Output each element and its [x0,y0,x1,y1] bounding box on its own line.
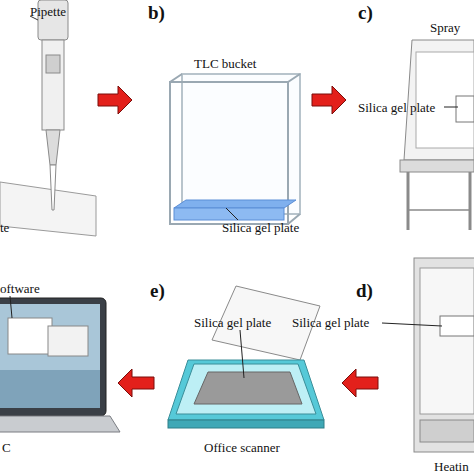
part-label: Heatin [434,459,469,474]
tank-edge [170,74,182,82]
flow-arrow [98,86,132,114]
panel-letter: c) [358,2,373,24]
scanner-front [168,420,324,428]
cabinet-leg [407,172,410,230]
panel-letter: b) [148,2,165,24]
part-label: oftware [0,281,40,296]
part-label: Spray [430,20,460,35]
leader-line [444,107,458,108]
flow-arrow [312,86,346,114]
tank-back [182,74,300,214]
oven-chamber [420,268,474,414]
cabinet-leg [469,172,472,230]
pipette-tip [50,165,56,210]
leader-line [226,208,238,220]
part-label: te [0,220,9,235]
laptop-screen [0,304,100,408]
silica-plate [456,96,474,122]
solvent-band [174,200,296,208]
cabinet-base [400,160,474,172]
scanner-glass [176,364,316,414]
tank-edge [288,74,300,82]
pipette-body [42,40,64,130]
flow-arrow [118,369,154,397]
part-label: TLC bucket [194,56,256,71]
panel-letter: e) [150,280,165,302]
pipette-shaft [46,130,60,165]
oven-body [414,258,474,452]
part-label: Silica gel plate [194,315,271,330]
part-label: Silica gel plate [358,100,435,115]
flow-arrow [342,369,378,397]
laptop-screen-frame [0,298,106,416]
pipette-display [46,55,60,73]
part-label: C [2,440,11,455]
software-window [8,318,52,354]
part-label: Silica gel plate [292,315,369,330]
laptop-base [0,416,120,432]
oven-panel [420,420,474,442]
leader-line [240,330,244,378]
silica-plate [440,316,474,336]
leader-line [10,296,12,318]
solvent-band [174,208,284,220]
leader-line [382,323,442,326]
software-window [48,326,88,356]
part-label: Silica gel plate [222,220,299,235]
part-label: Office scanner [204,440,280,455]
screen-wallpaper [0,370,100,408]
panel-letter: d) [356,280,373,302]
cabinet-bar [408,209,470,211]
silica-plate [0,182,96,236]
part-label: Pipette [30,4,66,19]
scanner-base [168,360,324,420]
silica-plate [194,372,302,404]
